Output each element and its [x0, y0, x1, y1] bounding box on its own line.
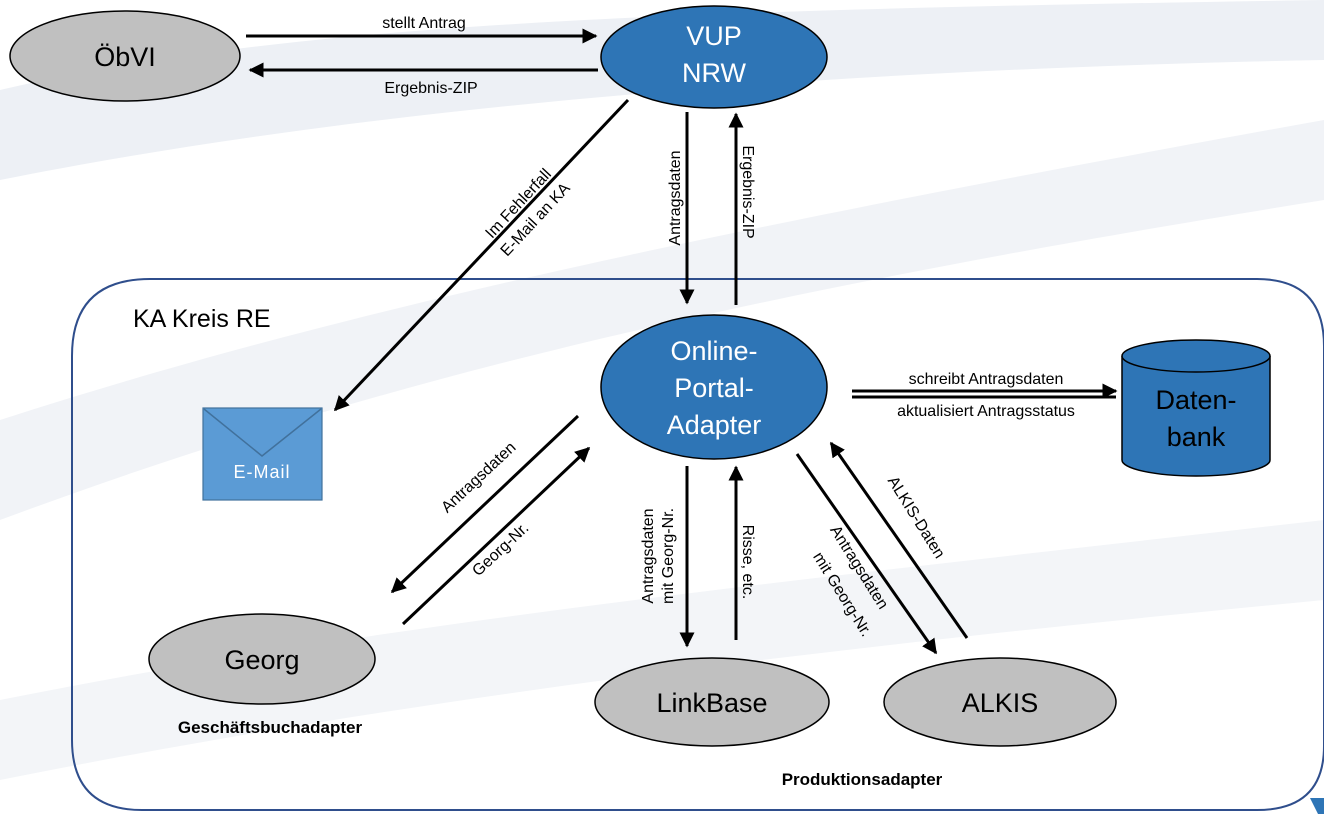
edge-label-db-write: schreibt Antragsdaten [909, 371, 1064, 388]
edge-label-antragsdaten-vup: Antragsdaten [667, 150, 684, 245]
ka-region-border [71, 278, 1324, 811]
edge-label-stellt-antrag: stellt Antrag [382, 15, 466, 32]
edge-vup-to-email [333, 98, 630, 412]
edge-label-db-update: aktualisiert Antragsstatus [897, 403, 1075, 420]
node-alkis[interactable]: ALKIS [883, 657, 1117, 747]
node-obvi[interactable]: ÖbVI [9, 10, 241, 102]
caption-production: Produktionsadapter [782, 770, 943, 789]
edge-label-georg-nr: Georg-Nr. [469, 520, 532, 580]
node-db-label-2: bank [1167, 422, 1226, 452]
node-georg[interactable]: Georg [148, 613, 376, 705]
edge-label-ergebnis-zip-obvi: Ergebnis-ZIP [384, 80, 477, 97]
caption-georg: Geschäftsbuchadapter [178, 718, 363, 737]
node-vup-label-2: NRW [682, 58, 747, 88]
node-db-label-1: Daten- [1155, 385, 1236, 415]
edge-label-antragsdaten-georg: Antragsdaten [438, 439, 519, 516]
edge-adapter-to-alkis [795, 453, 938, 655]
node-adapter-label-2: Portal- [674, 373, 754, 403]
node-georg-label: Georg [224, 645, 299, 675]
edge-georg-to-adapter [401, 446, 591, 626]
edge-label-linkbase-2: mit Georg-Nr. [660, 508, 677, 604]
node-adapter-label-1: Online- [670, 336, 757, 366]
region-title: KA Kreis RE [133, 305, 271, 333]
node-email-label: E-Mail [233, 462, 290, 482]
edge-label-ergebnis-zip-adapter: Ergebnis-ZIP [739, 145, 756, 238]
node-datenbank[interactable]: Daten- bank [1121, 339, 1271, 477]
node-linkbase-label: LinkBase [656, 688, 767, 718]
edge-adapter-to-georg [390, 414, 580, 594]
node-adapter-label-3: Adapter [667, 410, 762, 440]
node-linkbase[interactable]: LinkBase [594, 657, 830, 747]
envelope-icon [203, 408, 322, 457]
edge-alkis-to-adapter [829, 441, 969, 639]
edge-label-alkis-daten: ALKIS-Daten [884, 474, 948, 562]
node-vup-nrw[interactable]: VUP NRW [600, 5, 828, 109]
node-alkis-label: ALKIS [962, 688, 1039, 718]
node-vup-label-1: VUP [686, 21, 742, 51]
node-email[interactable]: E-Mail [202, 407, 323, 501]
corner-accent [1310, 798, 1324, 814]
edge-label-linkbase-1: Antragsdaten [640, 508, 657, 603]
edge-label-risse: Risse, etc. [739, 525, 756, 600]
node-online-portal-adapter[interactable]: Online- Portal- Adapter [600, 314, 828, 460]
node-obvi-label: ÖbVI [94, 42, 156, 72]
